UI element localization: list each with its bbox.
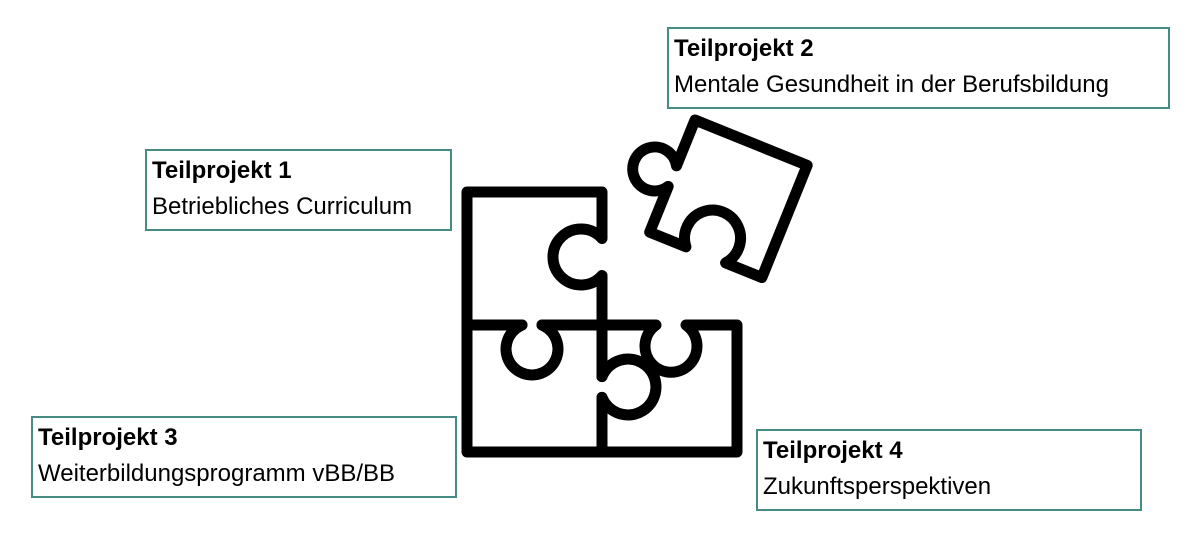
label-box-teilprojekt-2: Teilprojekt 2 Mentale Gesundheit in der … [667,27,1170,109]
teilprojekt-4-title: Teilprojekt 4 [763,437,903,464]
teilprojekt-3-title: Teilprojekt 3 [38,424,178,451]
teilprojekt-1-subtitle: Betriebliches Curriculum [152,193,413,220]
teilprojekt-4-subtitle: Zukunftsperspektiven [763,473,992,500]
teilprojekt-2-subtitle: Mentale Gesundheit in der Berufsbildung [674,71,1109,98]
teilprojekt-2-title: Teilprojekt 2 [674,35,814,62]
label-box-teilprojekt-1: Teilprojekt 1 Betriebliches Curriculum [145,149,452,231]
teilprojekt-1-title: Teilprojekt 1 [152,157,292,184]
teilprojekt-3-subtitle: Weiterbildungsprogramm vBB/BB [38,460,396,487]
puzzle-piece-bottom-right [596,319,743,458]
puzzle-piece-detached [627,114,813,284]
label-box-teilprojekt-3: Teilprojekt 3 Weiterbildungsprogramm vBB… [31,416,457,498]
label-box-teilprojekt-4: Teilprojekt 4 Zukunftsperspektiven [756,429,1142,511]
